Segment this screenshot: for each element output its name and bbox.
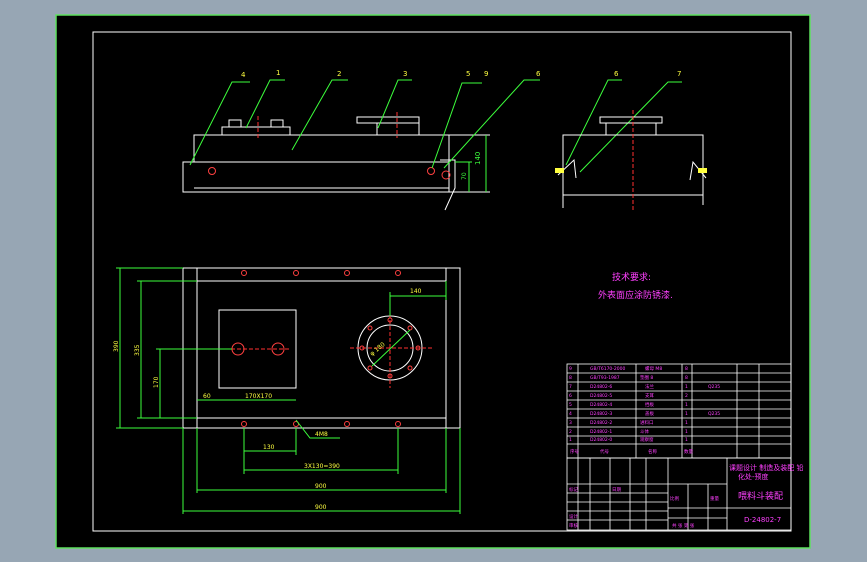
balloon-labels: 4 1 2 3 5 9 6 6 7 <box>241 69 681 79</box>
title-project: 课题设计 制造及装配 铅 <box>729 463 803 472</box>
svg-text:盖板: 盖板 <box>645 410 654 417</box>
balloon-7: 7 <box>677 70 681 78</box>
svg-text:1: 1 <box>685 437 688 443</box>
svg-text:GB/T6170-2000: GB/T6170-2000 <box>590 366 626 372</box>
dim-h70: 70 <box>461 172 468 180</box>
svg-text:8: 8 <box>685 375 688 381</box>
tb-check: 审核 <box>569 522 578 529</box>
balloon-3: 3 <box>403 70 407 78</box>
svg-text:D24802-0: D24802-0 <box>590 437 612 443</box>
svg-text:Q235: Q235 <box>708 384 720 390</box>
side-view-bolts <box>555 168 707 173</box>
svg-text:5: 5 <box>569 402 572 408</box>
front-view-centerlines <box>257 112 398 140</box>
svg-text:9: 9 <box>569 366 572 372</box>
dim-900-outer: 900 <box>315 504 327 511</box>
svg-text:斗体: 斗体 <box>640 428 649 435</box>
top-view-centerlines <box>225 308 432 388</box>
front-view-holes <box>208 167 451 180</box>
svg-text:1: 1 <box>685 420 688 426</box>
balloon-9: 9 <box>484 70 488 78</box>
dim-900-inner: 900 <box>315 483 327 490</box>
front-view-dims <box>455 135 487 192</box>
svg-text:GB/T93-1987: GB/T93-1987 <box>590 375 620 381</box>
svg-text:挡板: 挡板 <box>645 401 654 408</box>
tb-scale: 比例 <box>670 495 679 502</box>
tb-mark: 标记 <box>569 486 578 493</box>
tb-sheet: 共 张 第 张 <box>672 522 695 529</box>
frame-border <box>92 31 792 532</box>
tb-weight: 重量 <box>710 495 719 502</box>
tech-req-line1: 外表面应涂防锈漆. <box>598 289 673 301</box>
dim-h140: 140 <box>474 152 482 165</box>
svg-text:D24802-5: D24802-5 <box>590 393 612 399</box>
title-drawing-no: D-24802-7 <box>744 516 781 524</box>
svg-text:1: 1 <box>685 429 688 435</box>
balloon-6a: 6 <box>536 70 541 78</box>
svg-text:6: 6 <box>569 393 572 399</box>
dim-335: 335 <box>134 344 141 356</box>
svg-text:垫圈 8: 垫圈 8 <box>640 374 653 381</box>
balloon-1: 1 <box>276 69 280 77</box>
svg-text:8: 8 <box>569 375 572 381</box>
front-view <box>182 116 490 211</box>
parts-header-name: 名称 <box>648 448 657 455</box>
dim-3x130: 3X130=390 <box>304 463 340 470</box>
svg-text:4: 4 <box>569 411 572 417</box>
dim-140: 140 <box>410 288 422 295</box>
title-block <box>566 457 792 531</box>
dim-4m8: 4M8 <box>315 431 328 438</box>
parts-header-code: 代号 <box>600 448 609 455</box>
svg-text:进料口: 进料口 <box>640 419 654 426</box>
title-project-2: 化处-预度 <box>738 472 769 481</box>
balloon-5: 5 <box>466 70 470 78</box>
svg-text:1: 1 <box>685 402 688 408</box>
parts-list <box>566 363 792 459</box>
svg-text:1: 1 <box>685 384 688 390</box>
dim-130: 130 <box>263 444 275 451</box>
svg-text:D24802-2: D24802-2 <box>590 420 612 426</box>
balloon-4: 4 <box>241 71 246 79</box>
top-view-dims <box>116 267 461 514</box>
svg-text:8: 8 <box>685 366 688 372</box>
svg-text:1: 1 <box>569 437 572 443</box>
svg-text:Q235: Q235 <box>708 411 720 417</box>
dim-60: 60 <box>203 393 211 400</box>
svg-text:3: 3 <box>569 420 572 426</box>
svg-text:7: 7 <box>569 384 572 390</box>
svg-text:支耳: 支耳 <box>645 392 654 399</box>
dim-390: 390 <box>113 340 120 352</box>
svg-text:法兰: 法兰 <box>645 383 654 390</box>
svg-text:观察窗: 观察窗 <box>640 436 654 443</box>
balloon-2: 2 <box>337 70 341 78</box>
svg-text:D24802-4: D24802-4 <box>590 402 612 408</box>
parts-header-qty: 数量 <box>684 448 693 455</box>
svg-text:螺母 M8: 螺母 M8 <box>645 365 662 372</box>
svg-text:D24802-6: D24802-6 <box>590 384 612 390</box>
svg-text:2: 2 <box>685 393 688 399</box>
svg-text:1: 1 <box>685 411 688 417</box>
balloon-6b: 6 <box>614 70 619 78</box>
svg-text:D24802-3: D24802-3 <box>590 411 612 417</box>
tech-req-title: 技术要求: <box>612 271 651 283</box>
leader-lines <box>189 79 682 173</box>
tb-design: 设计 <box>569 513 578 520</box>
tb-date: 日期 <box>612 487 621 493</box>
top-view <box>182 267 461 429</box>
svg-text:D24802-1: D24802-1 <box>590 429 612 435</box>
svg-text:2: 2 <box>569 429 572 435</box>
dim-170x170: 170X170 <box>245 393 272 400</box>
parts-header-no: 序号 <box>570 448 579 455</box>
title-drawing-name: 喂料斗装配 <box>738 490 783 502</box>
dim-170: 170 <box>153 376 160 388</box>
